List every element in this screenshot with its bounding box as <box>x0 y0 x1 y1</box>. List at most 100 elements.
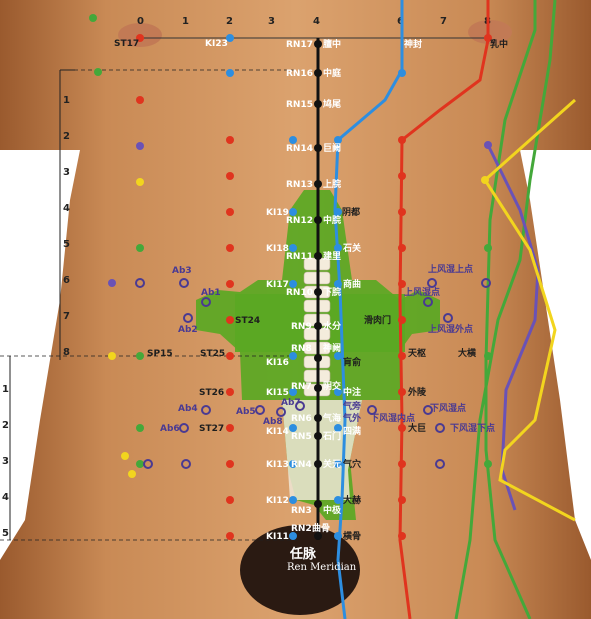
point-st21 <box>226 208 234 216</box>
label-shangqu: 商曲 <box>343 278 361 290</box>
point-rn10 <box>314 288 322 296</box>
point-ki17 <box>289 280 297 288</box>
point-st21-right <box>398 208 406 216</box>
label-rn10-code: RN10 <box>286 288 313 298</box>
label-tianshu: 天枢 <box>408 347 426 359</box>
label-rn15-name: 鸠尾 <box>323 98 341 110</box>
point-st23 <box>226 280 234 288</box>
label-siman: 四满 <box>343 425 361 437</box>
point-yellow-4 <box>128 470 136 478</box>
point-green-8 <box>484 352 492 360</box>
point-rn3 <box>314 500 322 508</box>
point-green-5 <box>136 424 144 432</box>
side-scale-4: 4 <box>63 203 70 214</box>
top-scale-2: 2 <box>226 16 233 27</box>
label-st26: ST26 <box>199 388 224 398</box>
point-st20 <box>226 172 234 180</box>
label-rn5-name: 石门 <box>322 430 341 442</box>
label-ab6: Ab6 <box>160 424 180 434</box>
label-rn17-code: RN17 <box>286 40 313 50</box>
point-st27 <box>226 424 234 432</box>
label-shangfengshi-dian: 上风湿点 <box>404 286 440 298</box>
point-st25 <box>226 352 234 360</box>
label-rn7-code: RN7 <box>291 382 312 392</box>
point-st22-right <box>398 244 406 252</box>
point-rn4 <box>314 460 322 468</box>
title-zh: 任脉 <box>289 546 317 562</box>
label-zhongzhu: 中注 <box>343 386 361 398</box>
label-rn2-name: 曲骨 <box>312 522 330 534</box>
point-st27-right <box>398 424 406 432</box>
point-green-6 <box>136 460 144 468</box>
point-purple-2 <box>108 279 116 287</box>
label-rn13-name: 上脘 <box>323 178 341 190</box>
point-green-7 <box>484 244 492 252</box>
label-rn4-code: RN4 <box>291 460 312 470</box>
point-ki12 <box>289 496 297 504</box>
label-rn7-name: 阴交 <box>323 380 341 392</box>
top-scale-7: 7 <box>440 16 447 27</box>
label-ruzhong: 乳中 <box>490 38 508 50</box>
label-ki19: KI19 <box>266 208 289 218</box>
point-ki18 <box>289 244 297 252</box>
label-ab4: Ab4 <box>178 404 198 414</box>
label-xiafengshi-neidian: 下风湿内点 <box>370 412 415 424</box>
label-qipang: 气旁 <box>342 400 361 412</box>
point-st25-right <box>398 352 406 360</box>
point-st24 <box>226 316 234 324</box>
lower-scale-4: 4 <box>2 492 9 503</box>
point-rn11 <box>314 252 322 260</box>
label-rn8-name: 神阙 <box>323 342 341 354</box>
label-ab2: Ab2 <box>178 325 198 335</box>
point-st20-right <box>398 172 406 180</box>
label-ki23: KI23 <box>205 39 228 49</box>
point-rn7 <box>314 384 322 392</box>
label-ki18: KI18 <box>266 244 289 254</box>
label-shiguan: 石关 <box>342 242 361 254</box>
label-ki15: KI15 <box>266 388 289 398</box>
side-scale-2: 2 <box>63 131 70 142</box>
label-rn8-code: RN8 <box>291 344 312 354</box>
label-qiwai: 气外 <box>342 412 361 424</box>
label-ab7: Ab7 <box>281 398 301 408</box>
label-rn14-code: RN14 <box>286 144 313 154</box>
point-ki22 <box>226 69 234 77</box>
label-wailing: 外陵 <box>407 386 427 398</box>
point-st23-right <box>398 280 406 288</box>
side-scale-8: 8 <box>63 347 70 358</box>
point-ki18-right <box>334 244 342 252</box>
point-rn8 <box>314 354 322 362</box>
label-yindu: 阴都 <box>342 206 360 218</box>
point-st22 <box>226 244 234 252</box>
top-scale-1: 1 <box>182 16 189 27</box>
top-scale-3: 3 <box>268 16 275 27</box>
label-shangfengshi-shangdian: 上风湿上点 <box>428 263 473 275</box>
side-scale-1: 1 <box>63 95 70 106</box>
label-st17: ST17 <box>114 39 139 49</box>
label-rn12-code: RN12 <box>286 216 313 226</box>
point-rn16 <box>314 69 322 77</box>
point-ki22-right <box>398 69 406 77</box>
point-green-9 <box>484 460 492 468</box>
label-rn9-code: RN9 <box>291 322 312 332</box>
label-rn3-name: 中极 <box>323 504 342 516</box>
label-xiafengshi-xiadian: 下风湿下点 <box>450 422 495 434</box>
label-qixue: 气穴 <box>342 458 361 470</box>
point-ki19 <box>289 208 297 216</box>
side-scale-3: 3 <box>63 167 70 178</box>
point-purple-3 <box>484 141 492 149</box>
label-rn10-name: 下脘 <box>323 286 341 298</box>
label-rn6-code: RN6 <box>291 414 312 424</box>
label-dahe: 大赫 <box>343 494 361 506</box>
label-rn16-name: 中庭 <box>323 67 342 79</box>
point-green-1 <box>89 14 97 22</box>
label-xiafengshi-dian: 下风湿点 <box>430 402 466 414</box>
lower-scale-5: 5 <box>2 528 9 539</box>
label-rn14-name: 巨阙 <box>323 142 341 154</box>
point-rn15 <box>314 100 322 108</box>
label-rn11-name: 建里 <box>323 250 341 262</box>
label-ki16: KI16 <box>266 358 289 368</box>
label-daheng: 大横 <box>458 347 477 359</box>
point-rn14 <box>314 144 322 152</box>
lower-scale-1: 1 <box>2 384 9 395</box>
